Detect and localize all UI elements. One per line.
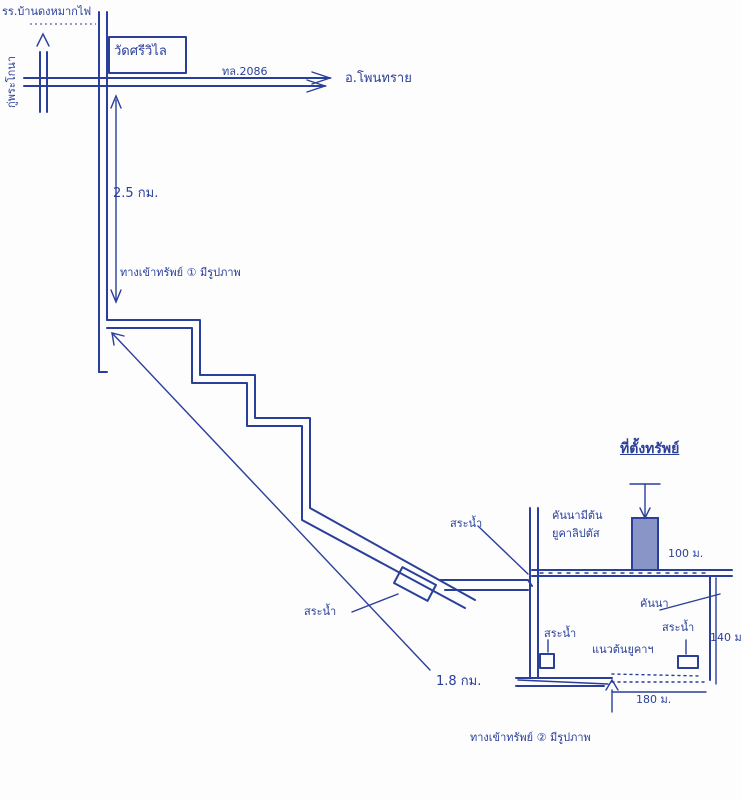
label-property: ที่ตั้งทรัพย์	[620, 441, 680, 457]
main-lane	[98, 11, 108, 373]
pointer-arrows	[477, 525, 721, 713]
distance-line-diag	[111, 332, 609, 685]
side-road	[36, 32, 50, 113]
label-road-no: ทล.2086	[222, 65, 268, 78]
arrow-east-icon-2	[306, 79, 328, 93]
property-plot	[515, 483, 733, 687]
label-temple: วัดศรีวิไล	[114, 44, 167, 59]
label-dike-note-2: ยูคาลิปตัส	[552, 527, 600, 540]
arrow-north-icon	[36, 32, 50, 47]
label-dist-diag: 1.8 กม.	[436, 674, 482, 689]
temple-box	[108, 36, 187, 74]
label-euca-row: แนวต้นยูคาฯ	[592, 643, 654, 656]
pond-left-pointer	[351, 593, 399, 613]
pond-in-left-box	[539, 653, 555, 669]
label-school: รร.บ้านดงหมากไฟ	[2, 5, 92, 18]
label-to-district: อ.โพนทราย	[345, 71, 412, 86]
label-pond-in-right: สระน้ำ	[662, 621, 695, 634]
pond-left-box	[392, 566, 438, 602]
label-dike-note-1: คันนามีต้น	[552, 509, 603, 522]
distance-arrow-top	[110, 94, 122, 304]
label-pond-right-top: สระน้ำ	[450, 517, 483, 530]
pond-in-right-box	[677, 655, 699, 669]
access-road	[98, 319, 476, 609]
label-pond-in-left: สระน้ำ	[544, 627, 577, 640]
dike-hatch-block	[631, 517, 659, 571]
label-dist-top: 2.5 กม.	[113, 186, 159, 201]
label-dim-top: 100 ม.	[668, 547, 704, 560]
label-dim-side: 140 ม.	[710, 631, 741, 644]
road-2086	[23, 71, 333, 93]
label-pond-left: สระน้ำ	[304, 605, 337, 618]
label-entrance-2: ทางเข้าทรัพย์ ② มีรูปภาพ	[470, 731, 591, 744]
label-dike: คันนา	[640, 597, 669, 610]
arrow-east-icon	[311, 71, 333, 85]
label-dim-bottom: 180 ม.	[636, 693, 672, 706]
label-entrance-1: ทางเข้าทรัพย์ ① มีรูปภาพ	[120, 266, 241, 279]
label-to-side: กู่พระโกนา	[5, 56, 18, 108]
